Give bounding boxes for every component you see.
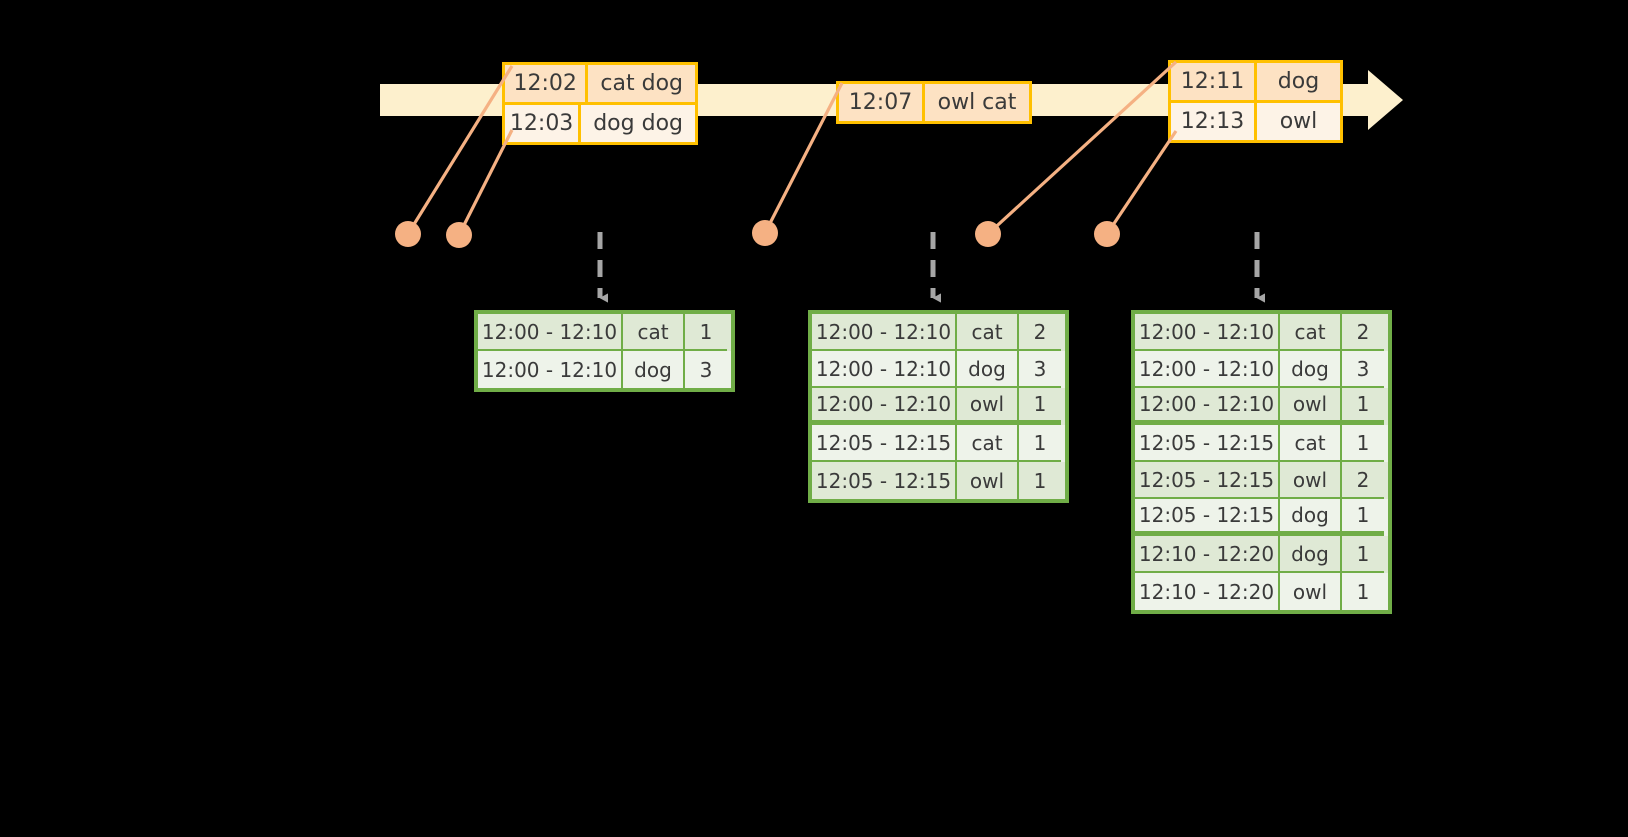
connector-line-2 [457, 129, 514, 236]
table-cell-count: 3 [1342, 351, 1384, 388]
table-cell-key: owl [957, 462, 1019, 499]
table-cell-key: owl [1280, 573, 1342, 610]
table-cell-count: 1 [1033, 468, 1047, 493]
event-timestamp: 12:03 [505, 105, 582, 142]
event-marker-5[interactable] [1094, 221, 1120, 247]
table-cell-count: 3 [1019, 351, 1061, 388]
table-cell-window: 12:05 - 12:15 [1135, 462, 1280, 499]
event-timestamp: 12:11 [1171, 63, 1257, 100]
event-marker-1[interactable] [395, 221, 421, 247]
event-marker-3[interactable] [752, 220, 778, 246]
connector-line-5 [1105, 130, 1178, 235]
table-cell-key: cat [957, 314, 1019, 351]
table-cell-key: owl [1280, 388, 1342, 425]
table-cell-window: 12:10 - 12:20 [1135, 573, 1280, 610]
event-marker-4[interactable] [975, 221, 1001, 247]
table-cell-window: 12:10 - 12:20 [1135, 536, 1280, 573]
event-timestamp: 12:07 [839, 84, 925, 121]
drop-arrows [597, 232, 1265, 303]
table-cell-count: 1 [1342, 388, 1384, 425]
event-row: 12:02 cat dog [505, 65, 695, 102]
table-cell-window: 12:00 - 12:10 [812, 351, 957, 388]
event-group-3[interactable]: 12:11 dog 12:13 owl [1168, 60, 1343, 143]
event-payload: dog [1277, 69, 1320, 94]
table-cell-count: 2 [1019, 314, 1061, 351]
event-group-2[interactable]: 12:07 owl cat [836, 81, 1032, 124]
table-cell-count: 3 [699, 357, 713, 382]
table-cell-key: dog [623, 351, 685, 388]
event-payload: cat dog [600, 71, 683, 96]
event-timestamp: 12:02 [505, 65, 589, 102]
event-payload: owl [1279, 109, 1318, 134]
table-cell-key: dog [957, 351, 1019, 388]
event-row: 12:13 owl [1171, 100, 1340, 140]
table-cell-count: 1 [1342, 499, 1384, 536]
table-cell-count: 1 [1019, 388, 1061, 425]
timeline-arrowhead [1368, 70, 1403, 130]
table-cell-window: 12:00 - 12:10 [812, 388, 957, 425]
table-cell-count: 2 [1342, 462, 1384, 499]
table-cell-count: 1 [1342, 536, 1384, 573]
event-row: 12:07 owl cat [839, 84, 1029, 121]
table-cell-window: 12:00 - 12:10 [812, 314, 957, 351]
table-cell-key: owl [957, 388, 1019, 425]
table-cell-window: 12:00 - 12:10 [1135, 314, 1280, 351]
table-cell-key: cat [1280, 314, 1342, 351]
table-cell-key: cat [1280, 425, 1342, 462]
table-cell-count: 1 [1342, 425, 1384, 462]
table-cell-window: 12:00 - 12:10 [478, 351, 623, 388]
table-cell-window: 12:05 - 12:15 [812, 425, 957, 462]
table-cell-window: 12:00 - 12:10 [1135, 388, 1280, 425]
event-payload: dog dog [593, 111, 683, 136]
table-cell-count: 1 [1019, 425, 1061, 462]
table-cell-count: 2 [1342, 314, 1384, 351]
event-group-1[interactable]: 12:02 cat dog 12:03 dog dog [502, 62, 698, 145]
event-payload: owl cat [937, 90, 1017, 115]
table-cell-window: 12:05 - 12:15 [812, 462, 957, 499]
table-cell-count: 1 [685, 314, 727, 351]
table-cell-key: dog [1280, 536, 1342, 573]
table-cell-key: cat [957, 425, 1019, 462]
table-cell-window: 12:00 - 12:10 [1135, 351, 1280, 388]
event-timestamp: 12:13 [1171, 103, 1257, 140]
event-row: 12:11 dog [1171, 63, 1340, 100]
event-row: 12:03 dog dog [505, 102, 695, 142]
event-markers [395, 220, 1120, 248]
table-cell-key: cat [623, 314, 685, 351]
table-cell-window: 12:00 - 12:10 [478, 314, 623, 351]
event-marker-2[interactable] [446, 222, 472, 248]
table-cell-window: 12:05 - 12:15 [1135, 499, 1280, 536]
table-cell-key: dog [1280, 499, 1342, 536]
table-cell-window: 12:05 - 12:15 [1135, 425, 1280, 462]
table-cell-key: dog [1280, 351, 1342, 388]
table-cell-count: 1 [1356, 579, 1370, 604]
table-cell-key: owl [1280, 462, 1342, 499]
